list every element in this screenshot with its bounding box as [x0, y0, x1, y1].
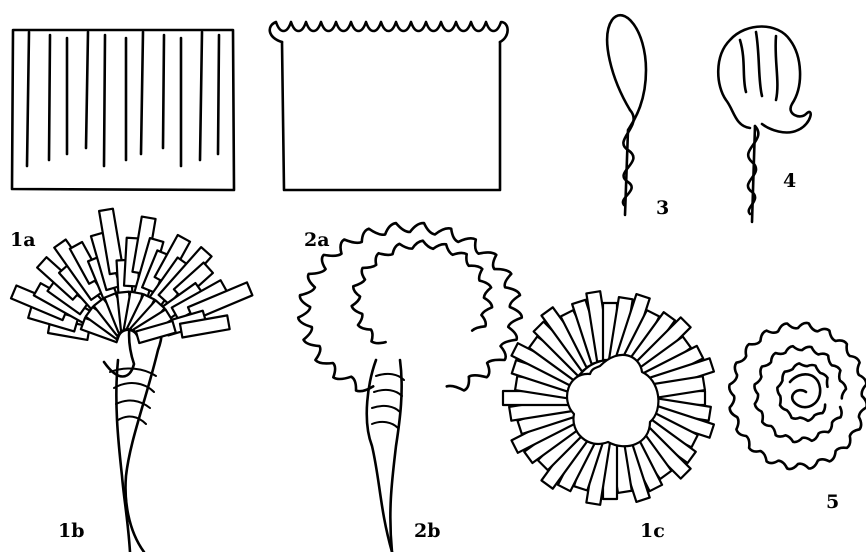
- label-4: 4: [783, 172, 796, 191]
- slit: [141, 32, 143, 154]
- figure-1b-fringed-flower: [11, 209, 252, 552]
- slit: [218, 35, 219, 154]
- slit: [86, 32, 88, 148]
- figure-2b-ruffled-flower: [298, 223, 522, 552]
- label-2a: 2a: [304, 231, 330, 250]
- label-5: 5: [826, 493, 839, 512]
- label-3: 3: [656, 199, 669, 218]
- slit: [163, 35, 164, 148]
- label-1c: 1c: [640, 522, 665, 541]
- slit: [104, 35, 105, 166]
- figure-2a-ruffled-strip: [270, 22, 508, 190]
- slit: [27, 32, 29, 166]
- slit: [49, 35, 50, 160]
- figure-3-wire-loop: [607, 15, 646, 215]
- slit: [200, 32, 202, 160]
- label-1a: 1a: [10, 231, 36, 250]
- figure-1a-fringed-strip: [12, 30, 234, 190]
- label-1b: 1b: [58, 522, 85, 541]
- figure-1c-fringed-ring: [503, 291, 714, 505]
- label-2b: 2b: [414, 522, 441, 541]
- figure-4-ruffled-loop: [718, 27, 810, 223]
- figure-5-spiral-rosette: [729, 323, 866, 469]
